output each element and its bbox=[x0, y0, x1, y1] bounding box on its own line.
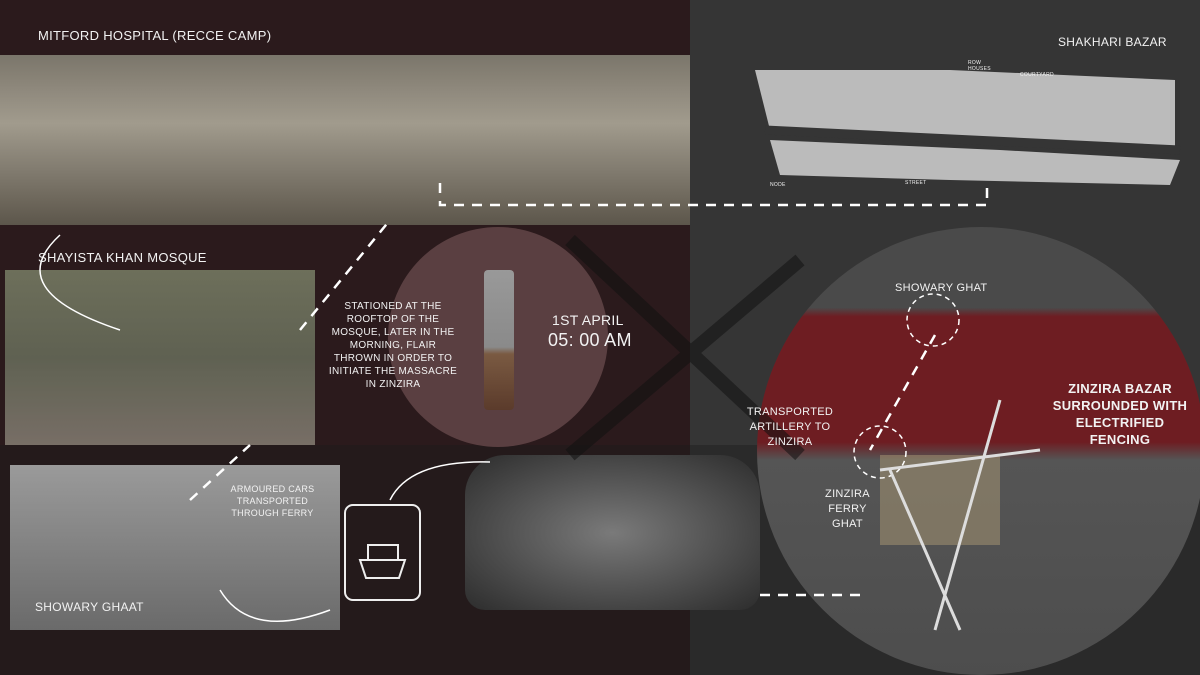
shakhari-bazar-label: SHAKHARI BAZAR bbox=[1058, 35, 1167, 49]
zinzira-ferry-marker bbox=[853, 425, 907, 479]
tank-photo bbox=[465, 455, 760, 610]
showary-ghaat-photo bbox=[10, 465, 340, 630]
dashed-line-ghaat bbox=[189, 444, 251, 501]
mitford-hospital-photo bbox=[0, 55, 690, 225]
map-label-node: NODE bbox=[770, 182, 786, 188]
cross-mark bbox=[565, 234, 805, 461]
dashed-arrow-shakhari-to-mitford bbox=[438, 170, 989, 207]
zinzira-ferry-ghat-label: ZINZIRA FERRY GHAT bbox=[825, 488, 870, 530]
ferry-icon bbox=[344, 504, 421, 601]
map-label-street: STREET bbox=[905, 180, 927, 186]
transported-artillery-label: TRANSPORTED ARTILLERY TO ZINZIRA bbox=[746, 406, 834, 448]
showary-ghat-label: SHOWARY GHAT bbox=[895, 282, 988, 294]
date-label: 1ST APRIL bbox=[552, 312, 624, 328]
map-label-row-houses: ROW HOUSES bbox=[968, 60, 991, 72]
mitford-hospital-label: MITFORD HOSPITAL (RECCE CAMP) bbox=[38, 28, 272, 43]
map-label-courtyard: COURTYARD bbox=[1020, 72, 1054, 78]
zinzira-aerial-map bbox=[757, 227, 1200, 675]
showary-ghat-marker bbox=[906, 293, 960, 347]
shakhari-bazar-map bbox=[755, 70, 1180, 185]
shayista-khan-mosque-label: SHAYISTA KHAN MOSQUE bbox=[38, 250, 207, 265]
dashed-line-mosque bbox=[299, 219, 391, 331]
curved-arrow-ferry bbox=[219, 589, 331, 622]
armoured-cars-label: ARMOURED CARS TRANSPORTED THROUGH FERRY bbox=[230, 484, 315, 518]
time-label: 05: 00 AM bbox=[548, 330, 632, 350]
barbed-wire-icon bbox=[879, 399, 1041, 631]
showary-ghaat-label: SHOWARY GHAAT bbox=[35, 600, 144, 614]
curved-arrow-mosque bbox=[39, 234, 121, 331]
stationed-description: STATIONED AT THE ROOFTOP OF THE MOSQUE, … bbox=[328, 301, 458, 390]
zinzira-bazar-label: ZINZIRA BAZAR SURROUNDED WITH ELECTRIFIE… bbox=[1052, 381, 1188, 447]
dashed-line-showary bbox=[868, 334, 937, 451]
curved-arrow-tank bbox=[389, 461, 491, 501]
pistol-image bbox=[484, 270, 514, 410]
